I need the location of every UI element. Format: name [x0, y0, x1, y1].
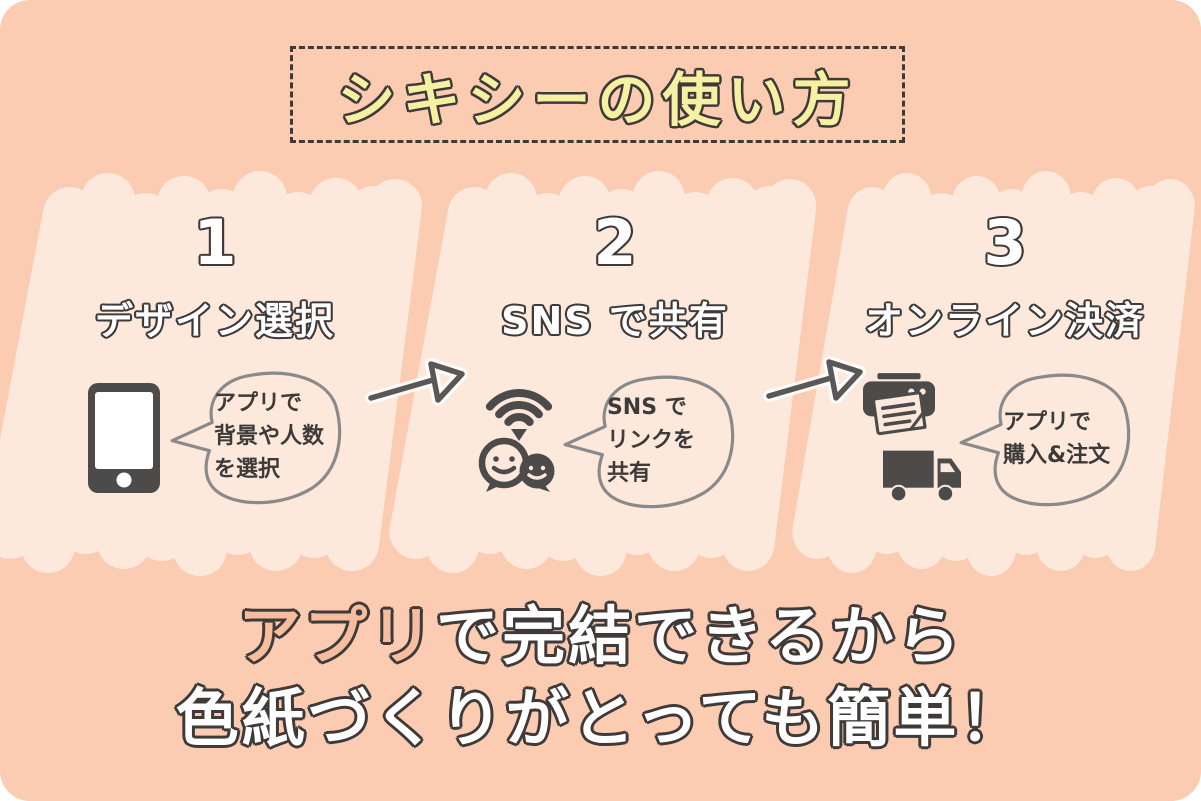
- footer-highlight: アプリ: [238, 600, 437, 673]
- arrow-icon: [763, 348, 878, 410]
- printer-icon: [863, 373, 935, 437]
- bubble-text: アプリで 購入&注文: [1003, 406, 1130, 472]
- bubble-text-line: 共有: [606, 461, 651, 487]
- step-panel-1: 1 デザイン選択 アプリで 背景や人数 を選択: [0, 170, 422, 576]
- step-number: 2: [593, 206, 637, 279]
- bubble-text: アプリで 背景や人数 を選択: [214, 387, 341, 486]
- bubble-text-line: リンクを: [606, 428, 695, 454]
- step-number: 3: [983, 206, 1027, 279]
- step-title: SNS で共有: [501, 299, 729, 343]
- speech-bubble: アプリで 背景や人数 を選択: [163, 366, 345, 508]
- step-title: オンライン決済: [864, 299, 1145, 343]
- page-title: シキシーの使い方: [337, 65, 858, 134]
- step-panel-2: 2 SNS で共有: [389, 170, 817, 576]
- bubble-text-line: 購入&注文: [1002, 443, 1111, 469]
- bubble-text-line: 背景や人数: [213, 424, 324, 450]
- bubble-text-line: SNS で: [606, 395, 687, 421]
- speech-bubble: SNS で リンクを 共有: [556, 370, 738, 512]
- smartphone-icon: [88, 383, 160, 493]
- arrow-icon: [365, 350, 480, 412]
- title-box: シキシーの使い方: [290, 46, 905, 143]
- sns-share-icon: [478, 378, 560, 493]
- delivery-truck-icon: [883, 450, 961, 503]
- speech-bubble-outline: [959, 373, 1131, 507]
- bubble-text: SNS で リンクを 共有: [607, 391, 734, 490]
- step-number: 1: [193, 206, 237, 279]
- footer-line1-rest: で完結できるから: [436, 600, 963, 673]
- speech-bubble-outline: [170, 371, 342, 505]
- footer-tagline-line1: アプリで完結できるから: [0, 596, 1201, 678]
- footer-tagline: アプリで完結できるから 色紙づくりがとっても簡単！: [0, 596, 1201, 760]
- bubble-text-line: を選択: [213, 457, 280, 483]
- bubble-text-line: アプリで: [213, 391, 302, 417]
- footer-tagline-line2: 色紙づくりがとっても簡単！: [175, 682, 1026, 755]
- bubble-text-line: アプリで: [1002, 410, 1091, 436]
- speech-bubble: アプリで 購入&注文: [952, 368, 1134, 510]
- step-title: デザイン選択: [94, 299, 335, 343]
- speech-bubble-outline: [563, 375, 735, 509]
- step-panel-3: 3 オンライン決済: [792, 170, 1195, 576]
